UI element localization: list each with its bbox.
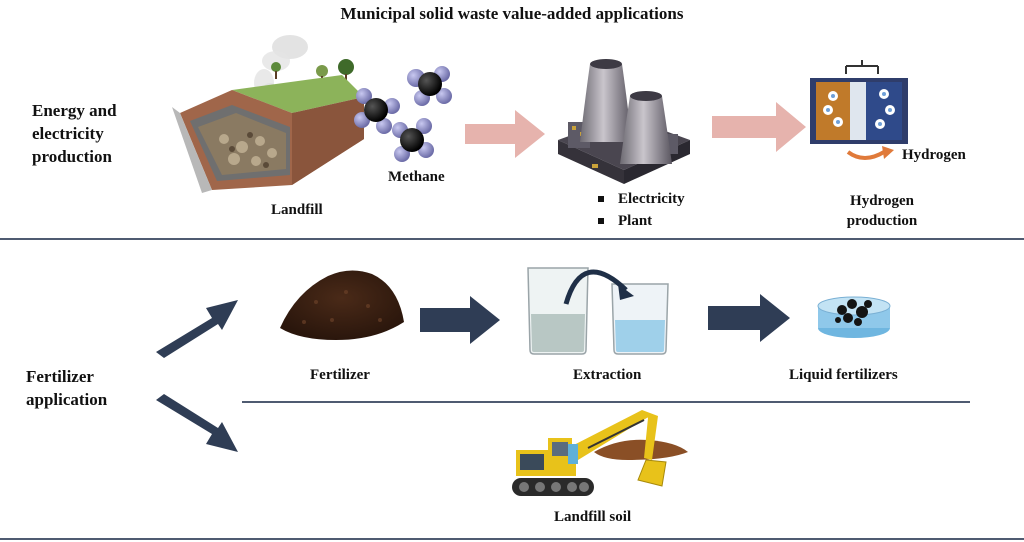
arrow-plant-to-hydrogen [712, 102, 806, 152]
fertilizer-label-line2: application [26, 390, 108, 409]
excavator-illustration [512, 410, 688, 496]
power-plant-illustration [558, 59, 690, 184]
liquid-fertilizers-label: Liquid fertilizers [789, 367, 898, 383]
liquid-fertilizer-dish-icon [817, 296, 891, 338]
landfill-illustration [172, 35, 364, 193]
hydrogen-production-label: Hydrogen production [832, 191, 932, 231]
extraction-beakers-icon [527, 267, 669, 355]
arrow-fertilizer-to-extraction [420, 296, 500, 344]
energy-label-line3: production [32, 147, 112, 166]
arrow-to-fertilizer [156, 300, 238, 358]
section-divider-bottom [0, 538, 1024, 540]
hydrogen-production-line2: production [846, 213, 918, 229]
energy-label-line2: electricity [32, 124, 104, 143]
extraction-label: Extraction [573, 367, 642, 383]
methane-label: Methane [388, 169, 445, 185]
landfill-label: Landfill [271, 202, 323, 218]
arrow-to-landfill-soil [156, 394, 238, 452]
methane-molecules-icon [354, 66, 452, 162]
energy-label-line1: Energy and [32, 101, 117, 120]
electrolyzer-illustration [810, 60, 908, 160]
fertilizer-soil-pile [280, 270, 404, 340]
section-divider-top [0, 238, 1024, 240]
arrow-extraction-to-liquid [708, 294, 790, 342]
fertilizer-section-label: Fertilizer application [26, 365, 107, 411]
fertilizer-inner-divider [242, 401, 970, 403]
energy-section-label: Energy and electricity production [32, 99, 117, 168]
landfill-soil-label: Landfill soil [554, 509, 632, 525]
arrow-landfill-to-plant [465, 110, 545, 158]
hydrogen-production-line1: Hydrogen [850, 193, 914, 209]
diagram-title: Municipal solid waste value-added applic… [340, 4, 684, 23]
fertilizer-label: Fertilizer [310, 367, 370, 383]
fertilizer-label-line1: Fertilizer [26, 367, 94, 386]
plant-output-plant: Plant [596, 210, 685, 232]
hydrogen-label: Hydrogen [902, 147, 966, 163]
plant-outputs-list: Electricity Plant [596, 188, 685, 232]
plant-output-electricity: Electricity [596, 188, 685, 210]
